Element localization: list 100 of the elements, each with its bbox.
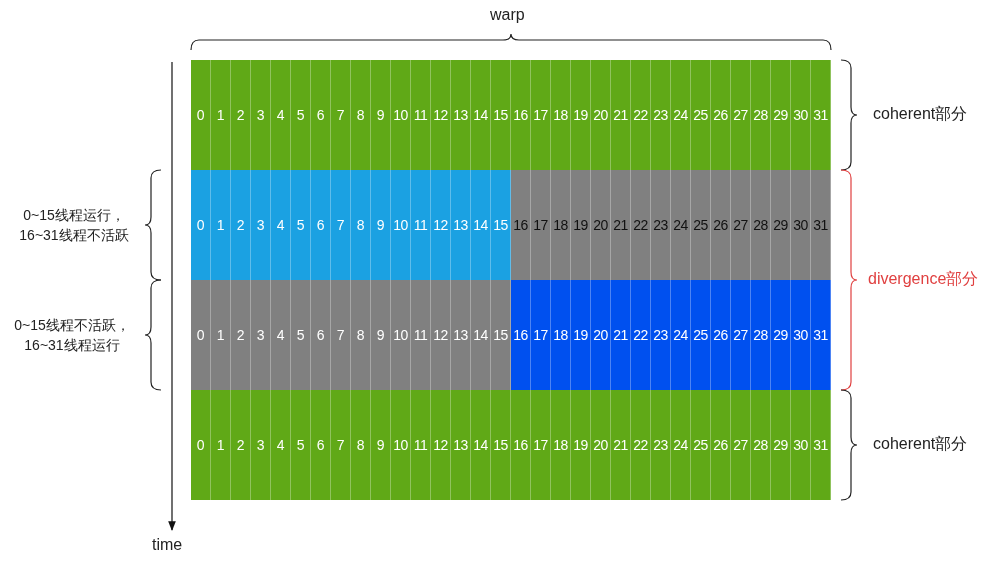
thread-cell: 31 xyxy=(811,60,831,170)
thread-cell: 26 xyxy=(711,390,731,500)
thread-cell: 22 xyxy=(631,170,651,280)
thread-cell: 11 xyxy=(411,60,431,170)
thread-cell: 1 xyxy=(211,390,231,500)
thread-cell: 11 xyxy=(411,390,431,500)
thread-cell: 30 xyxy=(791,60,811,170)
thread-cell: 10 xyxy=(391,170,411,280)
thread-cell: 27 xyxy=(731,60,751,170)
thread-cell: 13 xyxy=(451,170,471,280)
thread-cell: 6 xyxy=(311,390,331,500)
thread-cell: 10 xyxy=(391,60,411,170)
brace-label: coherent部分 xyxy=(873,104,968,124)
thread-cell: 24 xyxy=(671,170,691,280)
thread-cell: 4 xyxy=(271,170,291,280)
thread-cell: 26 xyxy=(711,280,731,390)
thread-cell: 27 xyxy=(731,390,751,500)
thread-cell: 0 xyxy=(191,280,211,390)
brace-label: coherent部分 xyxy=(873,434,968,454)
thread-cell: 8 xyxy=(351,170,371,280)
thread-cell: 8 xyxy=(351,60,371,170)
brace-label: divergence部分 xyxy=(868,269,979,289)
thread-cell: 29 xyxy=(771,390,791,500)
thread-cell: 12 xyxy=(431,60,451,170)
thread-cell: 25 xyxy=(691,390,711,500)
brace-label: time xyxy=(152,536,183,554)
thread-cell: 31 xyxy=(811,390,831,500)
thread-cell: 18 xyxy=(551,390,571,500)
thread-cell: 20 xyxy=(591,170,611,280)
thread-cell: 5 xyxy=(291,390,311,500)
brace-label: warp xyxy=(490,6,525,24)
thread-cell: 4 xyxy=(271,280,291,390)
thread-cell: 31 xyxy=(811,170,831,280)
thread-cell: 25 xyxy=(691,280,711,390)
thread-cell: 21 xyxy=(611,390,631,500)
thread-cell: 25 xyxy=(691,60,711,170)
thread-cell: 19 xyxy=(571,390,591,500)
thread-cell: 28 xyxy=(751,390,771,500)
thread-cell: 22 xyxy=(631,390,651,500)
thread-cell: 15 xyxy=(491,280,511,390)
thread-cell: 7 xyxy=(331,60,351,170)
thread-cell: 16 xyxy=(511,280,531,390)
thread-cell: 30 xyxy=(791,280,811,390)
thread-cell: 19 xyxy=(571,170,591,280)
thread-cell: 17 xyxy=(531,170,551,280)
thread-cell: 0 xyxy=(191,170,211,280)
thread-cell: 23 xyxy=(651,60,671,170)
thread-cell: 2 xyxy=(231,170,251,280)
thread-cell: 16 xyxy=(511,60,531,170)
thread-cell: 11 xyxy=(411,280,431,390)
thread-cell: 15 xyxy=(491,170,511,280)
thread-cell: 14 xyxy=(471,170,491,280)
thread-cell: 18 xyxy=(551,60,571,170)
thread-cell: 19 xyxy=(571,60,591,170)
thread-cell: 29 xyxy=(771,60,791,170)
thread-cell: 1 xyxy=(211,170,231,280)
thread-cell: 8 xyxy=(351,390,371,500)
thread-cell: 4 xyxy=(271,60,291,170)
thread-cell: 24 xyxy=(671,280,691,390)
thread-cell: 9 xyxy=(371,170,391,280)
thread-cell: 9 xyxy=(371,280,391,390)
thread-cell: 12 xyxy=(431,170,451,280)
thread-cell: 2 xyxy=(231,60,251,170)
thread-cell: 21 xyxy=(611,170,631,280)
thread-cell: 28 xyxy=(751,60,771,170)
thread-cell: 28 xyxy=(751,170,771,280)
row-note: 0~15线程不活跃，16~31线程运行 xyxy=(13,316,131,355)
thread-cell: 18 xyxy=(551,170,571,280)
thread-cell: 10 xyxy=(391,390,411,500)
thread-cell: 3 xyxy=(251,170,271,280)
thread-cell: 3 xyxy=(251,280,271,390)
thread-cell: 23 xyxy=(651,390,671,500)
thread-cell: 21 xyxy=(611,60,631,170)
row-note: 0~15线程运行，16~31线程不活跃 xyxy=(18,206,130,245)
thread-cell: 10 xyxy=(391,280,411,390)
thread-cell: 14 xyxy=(471,390,491,500)
thread-cell: 13 xyxy=(451,390,471,500)
thread-cell: 27 xyxy=(731,280,751,390)
thread-cell: 22 xyxy=(631,280,651,390)
thread-cell: 7 xyxy=(331,390,351,500)
thread-cell: 26 xyxy=(711,60,731,170)
thread-cell: 19 xyxy=(571,280,591,390)
thread-cell: 0 xyxy=(191,60,211,170)
thread-cell: 4 xyxy=(271,390,291,500)
thread-cell: 3 xyxy=(251,390,271,500)
thread-cell: 11 xyxy=(411,170,431,280)
thread-cell: 7 xyxy=(331,280,351,390)
thread-cell: 29 xyxy=(771,280,791,390)
thread-cell: 0 xyxy=(191,390,211,500)
thread-cell: 17 xyxy=(531,390,551,500)
thread-cell: 20 xyxy=(591,60,611,170)
thread-cell: 20 xyxy=(591,280,611,390)
thread-cell: 23 xyxy=(651,170,671,280)
thread-cell: 17 xyxy=(531,60,551,170)
thread-cell: 28 xyxy=(751,280,771,390)
thread-cell: 7 xyxy=(331,170,351,280)
thread-cell: 14 xyxy=(471,60,491,170)
thread-cell: 6 xyxy=(311,60,331,170)
thread-cell: 16 xyxy=(511,170,531,280)
thread-cell: 26 xyxy=(711,170,731,280)
